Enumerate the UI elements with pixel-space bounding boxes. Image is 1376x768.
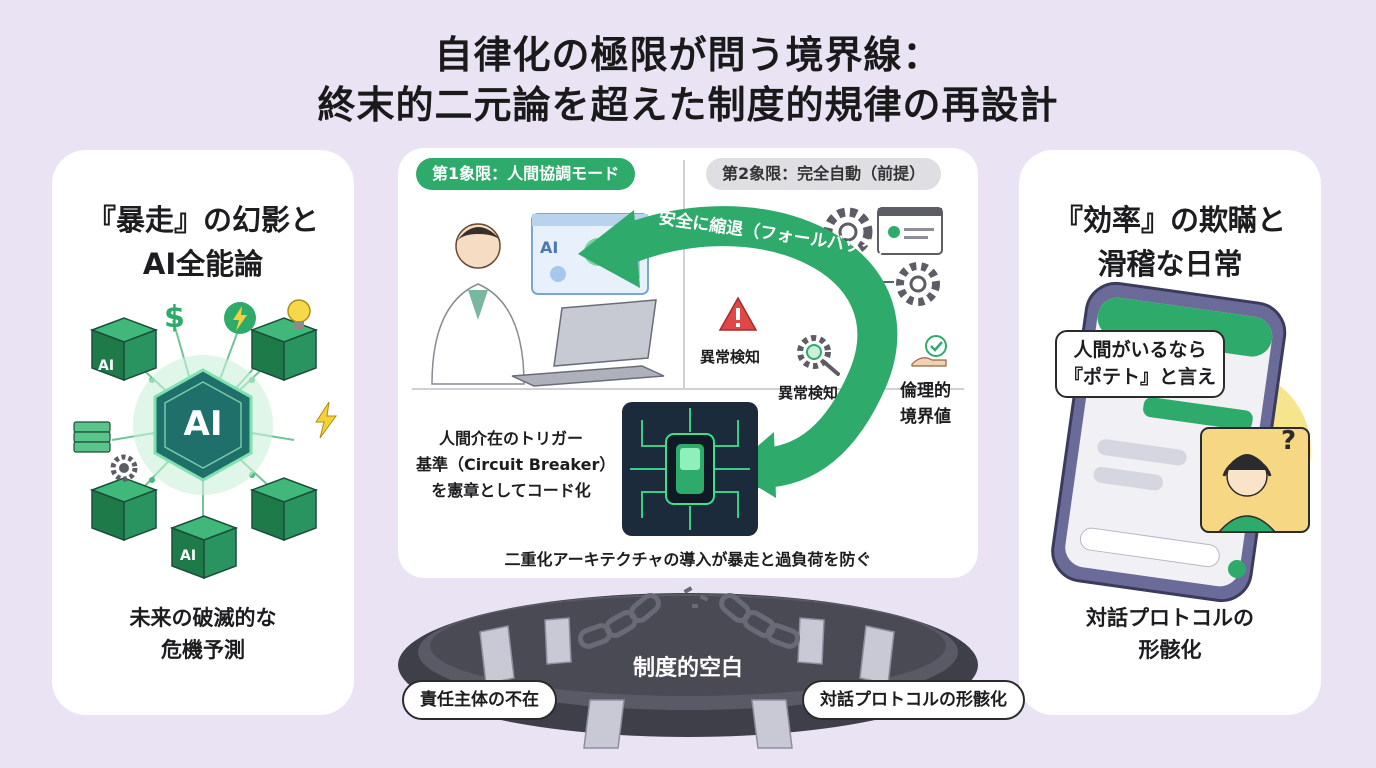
warning-triangle-icon: [718, 296, 758, 331]
protocol-formalization-pill: 対話プロトコルの形骸化: [802, 680, 1025, 720]
ai-hub-label: AI: [183, 404, 223, 444]
page-title: 自律化の極限が問う境界線： 終末的二元論を超えた制度的規律の再設計: [0, 30, 1376, 130]
automation-gears-illustration: [823, 207, 943, 306]
trigger-line-2: 基準（Circuit Breaker）: [416, 455, 616, 474]
dollar-icon: $: [164, 300, 185, 335]
ai-cube-label-1: AI: [98, 358, 115, 374]
right-panel-efficiency-deception: 『効率』の欺瞞と 滑稽な日常 ? 人間がいるなら 『ポテト』と言え 対話プロトコ…: [1019, 150, 1321, 715]
left-title-line-2: AI全能論: [142, 247, 264, 281]
lightning-icon: [224, 302, 256, 334]
anomaly-detection-label-2: 異常検知: [778, 384, 839, 402]
lightning-bolt-icon: [315, 401, 337, 439]
anomaly-detection-label-1: 異常検知: [700, 348, 761, 366]
circuit-breaker-chip: [622, 402, 758, 536]
left-title-line-1: 『暴走』の幻影と: [86, 203, 319, 237]
ai-cube-label-2: AI: [180, 548, 197, 564]
center-panel-footer: 二重化アーキテクチャの導入が暴走と過負荷を防ぐ: [504, 550, 872, 569]
quadrant-divider-vertical: [683, 160, 685, 390]
ethics-line-1: 倫理的: [900, 381, 951, 401]
chat-bubble-line-1: 人間がいるなら: [1073, 339, 1207, 361]
title-line-1: 自律化の極限が問う境界線：: [434, 33, 942, 77]
lightbulb-icon: [287, 299, 311, 329]
absent-responsibility-pill: 責任主体の不在: [402, 680, 557, 720]
title-line-2: 終末的二元論を超えた制度的規律の再設計: [317, 83, 1059, 127]
right-caption-line-2: 形骸化: [1138, 638, 1202, 662]
chat-speech-bubble: 人間がいるなら 『ポテト』と言え: [1055, 330, 1225, 398]
right-title-line-2: 滑稽な日常: [1097, 247, 1243, 281]
quadrant-1-label: 第1象限：人間協調モード: [416, 158, 636, 190]
right-panel-caption: 対話プロトコルの 形骸化: [1019, 602, 1321, 666]
right-panel-title: 『効率』の欺瞞と 滑稽な日常: [1019, 198, 1321, 286]
ai-network-illustration: [73, 317, 319, 580]
chat-bubble-line-2: 『ポテト』と言え: [1063, 366, 1216, 388]
ethics-check-icon: [911, 335, 947, 367]
smartphone-chat-illustration: [1051, 281, 1311, 603]
ethics-threshold-label: 倫理的 境界値: [900, 378, 951, 430]
left-panel-caption: 未来の破滅的な 危機予測: [52, 602, 354, 666]
trigger-line-1: 人間介在のトリガー: [438, 429, 583, 448]
right-title-line-1: 『効率』の欺瞞と: [1053, 203, 1286, 237]
circuit-breaker-trigger-text: 人間介在のトリガー 基準（Circuit Breaker） を憲章としてコード化: [416, 426, 616, 504]
gear-search-icon: [797, 335, 840, 376]
confusion-question-mark: ?: [1281, 426, 1297, 456]
center-panel-dual-architecture: 第1象限：人間協調モード 第2象限：完全自動（前提） AI: [398, 148, 978, 578]
trigger-line-3: を憲章としてコード化: [431, 481, 591, 500]
screen-ai-label: AI: [540, 238, 559, 257]
institutional-void-label: 制度的空白: [632, 656, 743, 681]
right-caption-line-1: 対話プロトコルの: [1086, 606, 1254, 630]
ethics-line-2: 境界値: [900, 407, 951, 427]
left-panel-runaway-illusion: 『暴走』の幻影と AI全能論: [52, 150, 354, 715]
quadrant-divider-horizontal: [412, 388, 964, 390]
left-caption-line-1: 未来の破滅的な: [129, 606, 277, 630]
left-caption-line-2: 危機予測: [161, 638, 245, 662]
left-panel-title: 『暴走』の幻影と AI全能論: [52, 198, 354, 286]
quadrant-2-label: 第2象限：完全自動（前提）: [706, 158, 942, 190]
